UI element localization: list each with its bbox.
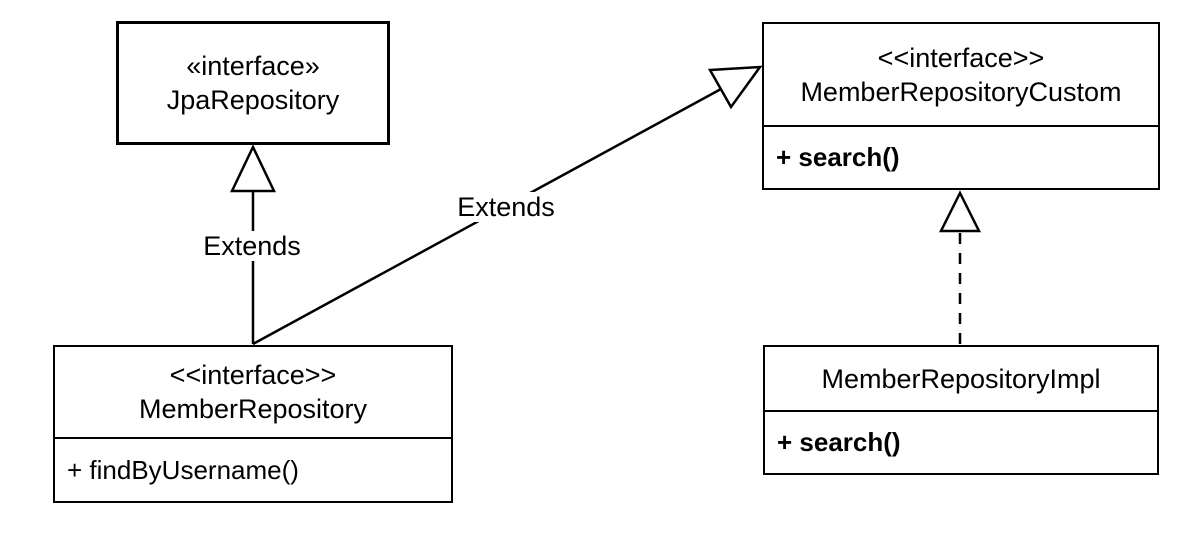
class-name: MemberRepositoryImpl	[821, 363, 1101, 394]
class-title-jparepository: «interface» JpaRepository	[119, 24, 387, 142]
class-method-findbyusername: + findByUsername()	[55, 437, 451, 501]
class-stereotype: <<interface>>	[169, 360, 337, 390]
hollow-triangle-arrowhead-memberrepositorycustom-left	[707, 65, 763, 110]
class-box-memberrepositorycustom: <<interface>> MemberRepositoryCustom + s…	[762, 22, 1160, 190]
hollow-triangle-arrowhead-memberrepositorycustom-bottom	[938, 190, 982, 233]
edge-label-extends-vertical: Extends	[198, 231, 306, 261]
class-name: MemberRepository	[138, 394, 368, 424]
hollow-triangle-arrowhead-jparepository	[230, 144, 276, 193]
class-stereotype: <<interface>>	[877, 42, 1045, 73]
class-title-memberrepositoryimpl: MemberRepositoryImpl	[765, 347, 1157, 410]
class-title-memberrepositorycustom: <<interface>> MemberRepositoryCustom	[764, 24, 1158, 125]
class-box-memberrepository: <<interface>> MemberRepository + findByU…	[53, 345, 453, 503]
class-title-memberrepository: <<interface>> MemberRepository	[55, 347, 451, 437]
class-box-memberrepositoryimpl: MemberRepositoryImpl + search()	[763, 345, 1159, 475]
edge-label-extends-diagonal: Extends	[452, 192, 560, 222]
class-method-search: + search()	[765, 410, 1157, 473]
class-name: JpaRepository	[166, 85, 340, 115]
class-method-search: + search()	[764, 125, 1158, 188]
class-name: MemberRepositoryCustom	[800, 76, 1122, 107]
class-box-jparepository: «interface» JpaRepository	[116, 21, 390, 145]
class-stereotype: «interface»	[186, 51, 320, 81]
